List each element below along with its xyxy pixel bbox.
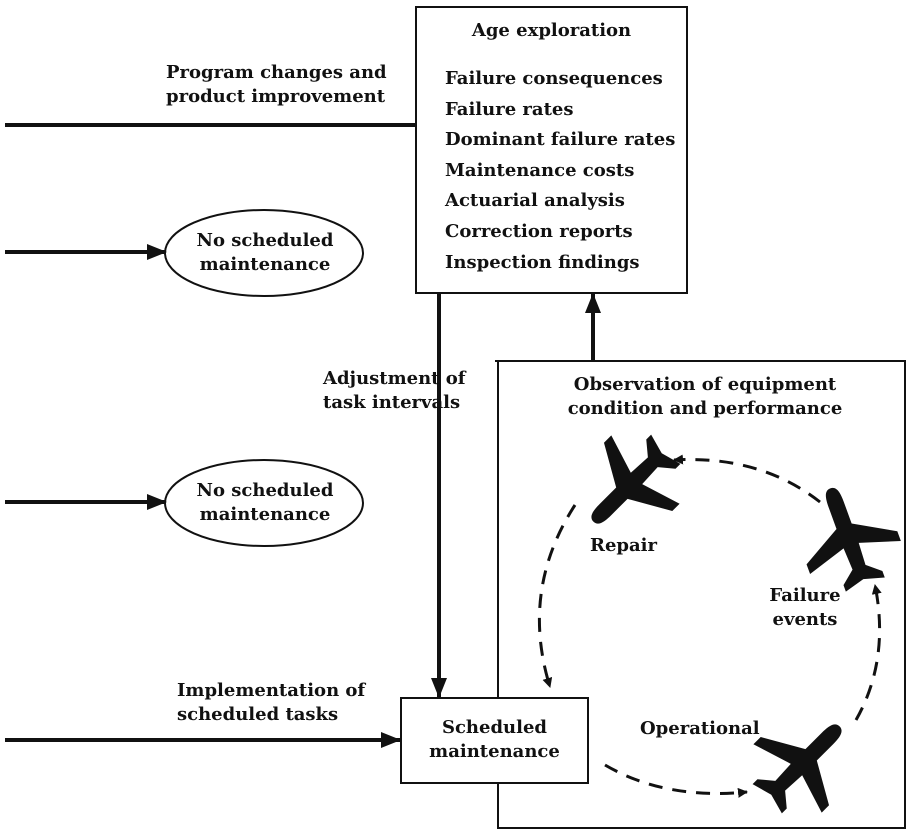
age-item: Maintenance costs xyxy=(445,159,635,181)
failure-events-label: Failure events xyxy=(769,585,841,630)
adjustment-label: Adjustment of task intervals xyxy=(323,368,466,413)
age-item: Correction reports xyxy=(445,220,633,242)
airplane-icon xyxy=(591,434,681,524)
implementation-label: Implementation of scheduled tasks xyxy=(177,680,366,725)
age-item: Failure rates xyxy=(445,98,574,120)
program-changes-label: Program changes and product improvement xyxy=(166,62,387,107)
repair-label: Repair xyxy=(590,535,657,556)
no-scheduled-label-1: No scheduled maintenance xyxy=(196,230,334,275)
age-item: Failure consequences xyxy=(445,68,663,89)
no-scheduled-label-2: No scheduled maintenance xyxy=(196,480,334,525)
observation-box xyxy=(495,360,906,829)
scheduled-maintenance-label: Scheduled maintenance xyxy=(429,717,560,762)
age-exploration-list: Failure consequences Failure rates Domin… xyxy=(445,64,675,278)
airplane-icon xyxy=(752,724,842,814)
scheduled-maintenance-box xyxy=(400,697,589,784)
age-item: Actuarial analysis xyxy=(445,190,625,212)
operational-label: Operational xyxy=(640,718,760,739)
age-item: Dominant failure rates xyxy=(445,129,676,151)
airplane-icon xyxy=(806,487,901,592)
age-item: Inspection findings xyxy=(445,251,640,273)
cycle-arc-top xyxy=(673,454,821,504)
age-exploration-title: Age exploration xyxy=(471,20,632,41)
observation-title: Observation of equipment condition and p… xyxy=(567,374,843,419)
cycle-arc-right xyxy=(854,584,882,721)
cycle-arc-bottom xyxy=(604,763,748,798)
age-exploration-box xyxy=(415,6,688,294)
cycle-arc-left xyxy=(537,504,577,688)
